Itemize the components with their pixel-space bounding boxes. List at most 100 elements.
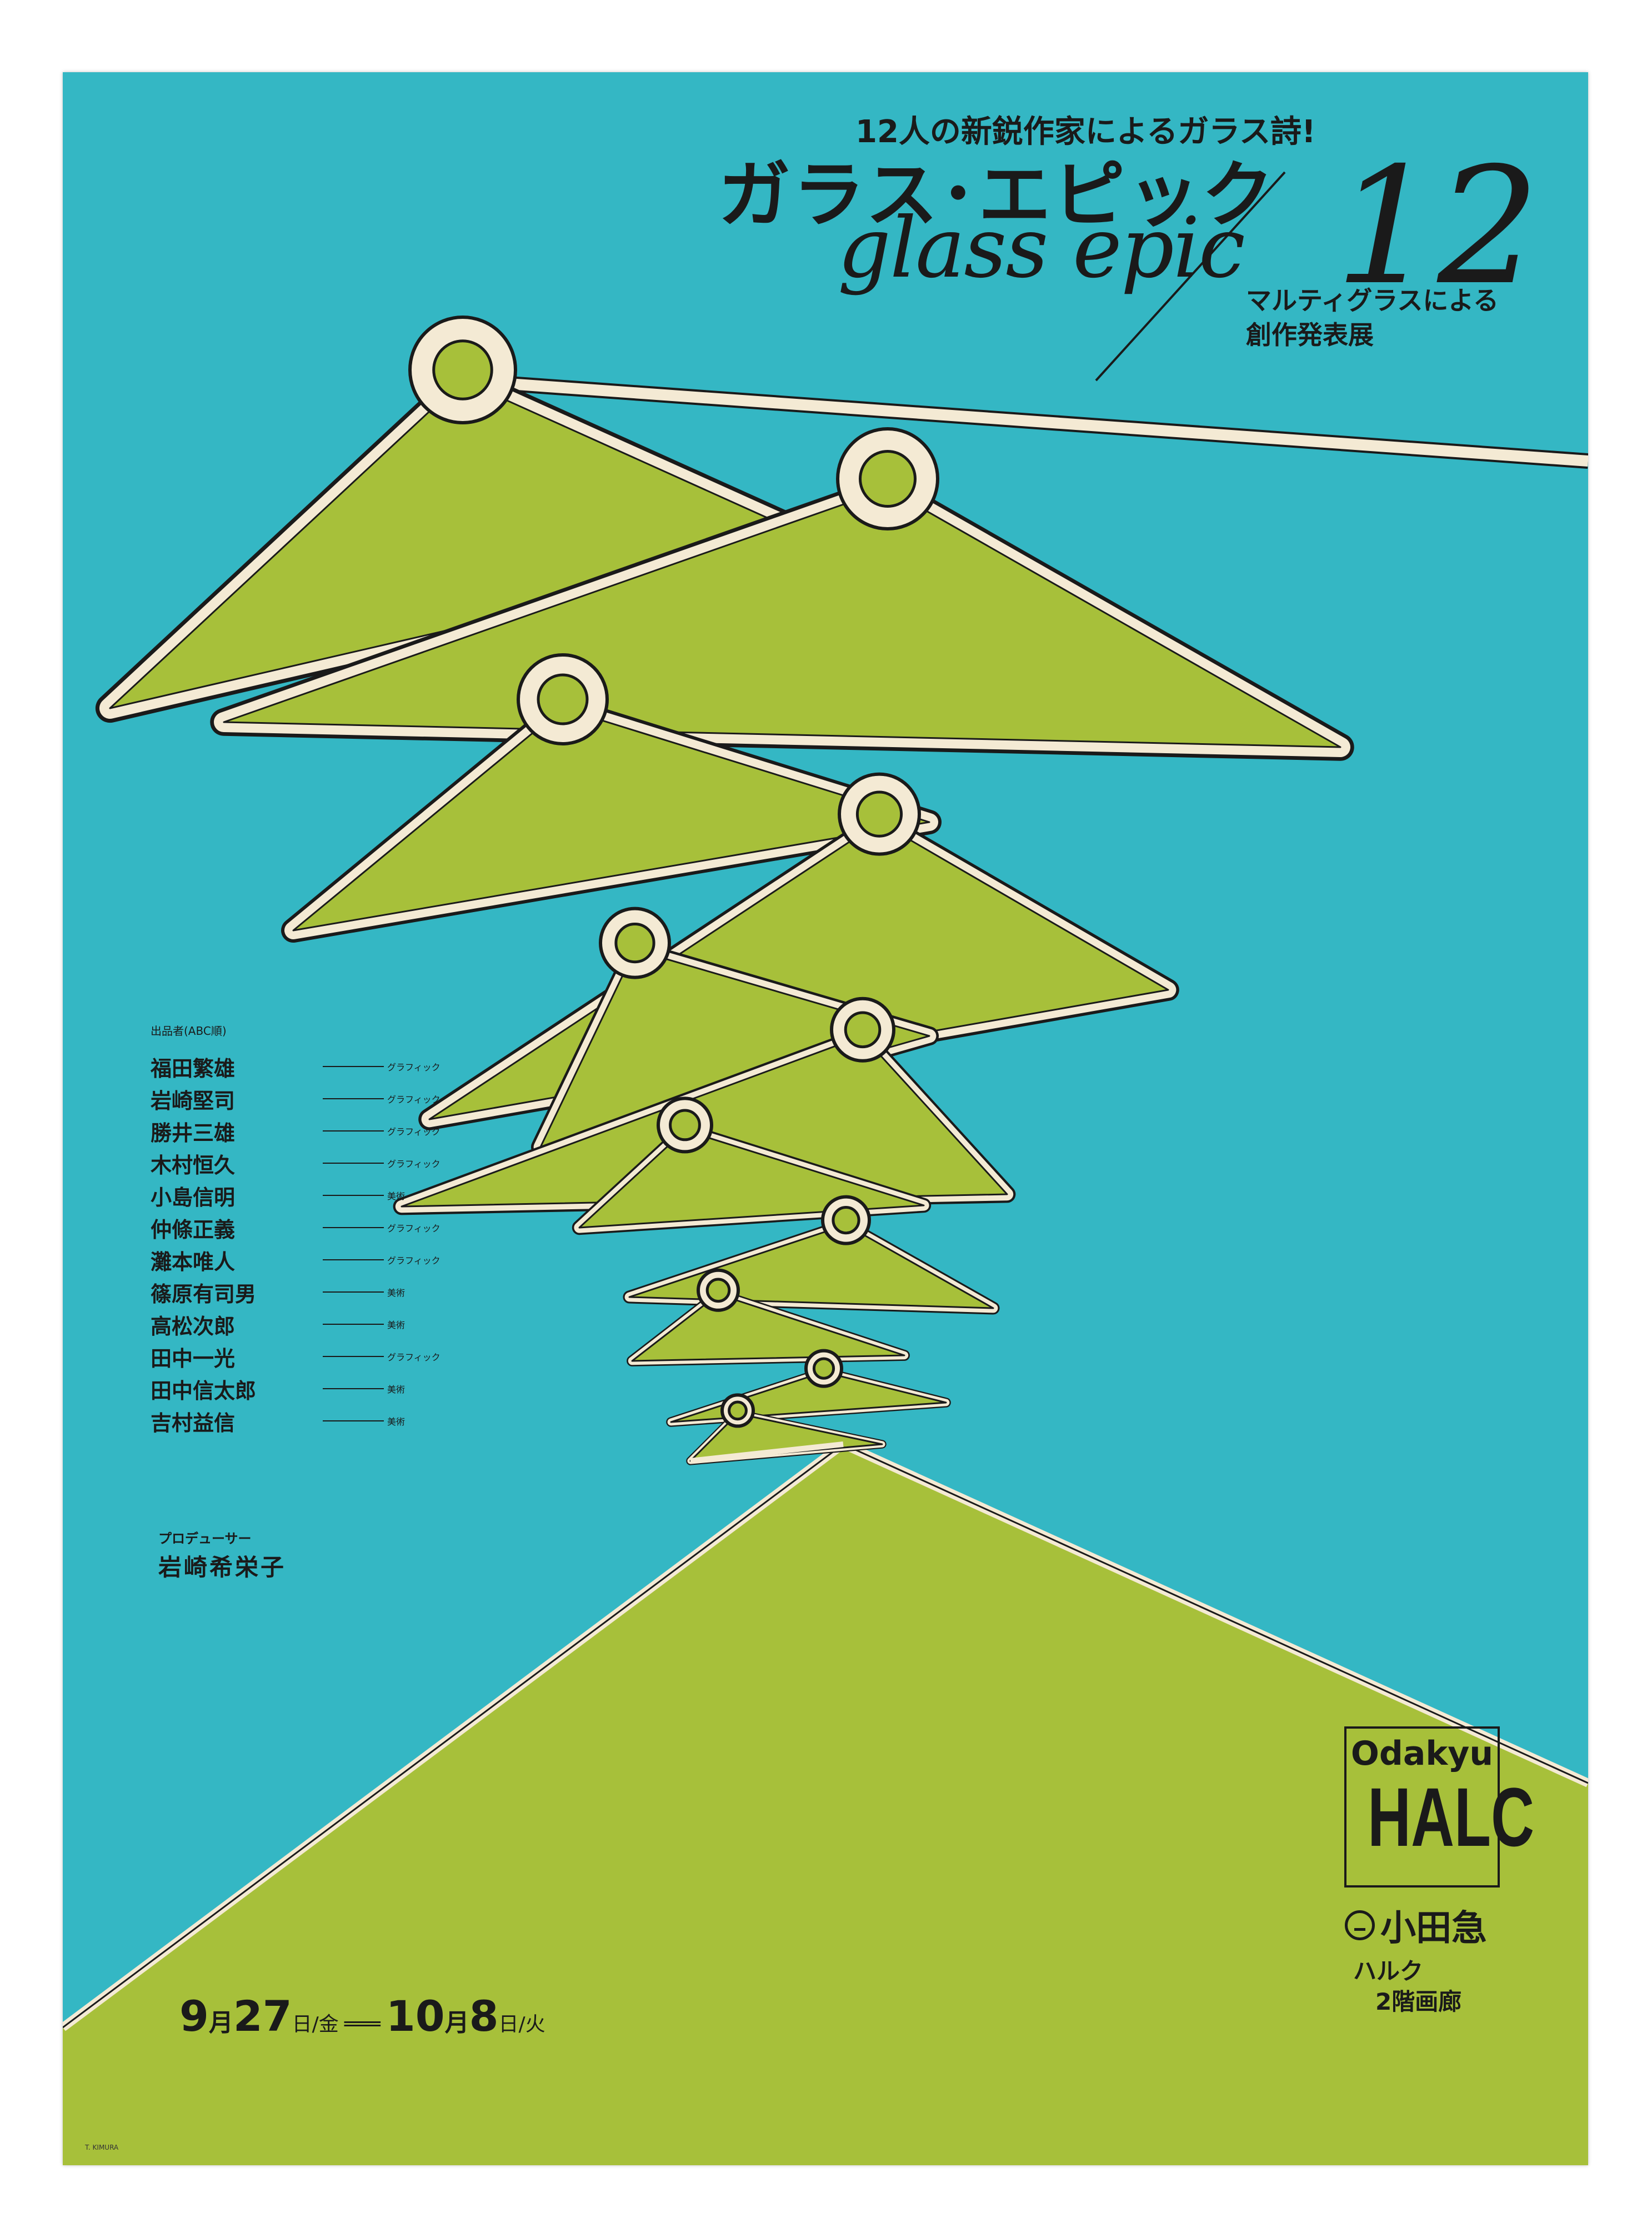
hanger-illustration — [63, 171, 1588, 2165]
logo-brand: Odakyu — [1350, 1734, 1494, 1773]
hanger-inner-line — [292, 707, 930, 932]
exhibitor-row: 仲條正義 グラフィック — [151, 1211, 440, 1244]
end-day-char: 日 — [498, 2013, 519, 2036]
exhibitor-row: 田中信太郎 美術 — [151, 1373, 440, 1405]
leader-line — [323, 1098, 384, 1099]
date-separator: ═══ — [344, 2013, 381, 2036]
subtitle-line-2: 創作発表展 — [1246, 320, 1374, 350]
end-weekday: /火 — [518, 2013, 545, 2036]
exhibitor-name: 仲條正義 — [151, 1217, 236, 1242]
logo-name: HALC — [1368, 1770, 1535, 1864]
exhibitor-name: 田中一光 — [151, 1346, 236, 1371]
exhibitor-row: 木村恒久 グラフィック — [151, 1147, 440, 1179]
exhibitor-category: 美術 — [387, 1384, 406, 1395]
hanger-inner-line — [223, 488, 1341, 748]
exhibitor-row: 灘本唯人 グラフィック — [151, 1244, 440, 1276]
leader-line — [323, 1163, 384, 1164]
exhibitor-row: 田中一光 グラフィック — [151, 1340, 440, 1373]
exhibitor-category: 美術 — [387, 1320, 406, 1330]
halc-logo: Odakyu HALC — [1344, 1726, 1535, 1887]
title-flourish — [1095, 171, 1286, 382]
apex-wire — [690, 1441, 844, 1464]
hanger-hook-hole — [812, 1357, 835, 1380]
end-month: 10 — [386, 1991, 445, 2041]
rail — [462, 375, 1588, 467]
hanger-hook-hole — [669, 1109, 701, 1141]
hanger-hook-hole — [432, 339, 493, 400]
start-month: 9 — [179, 1991, 209, 2041]
hanger-hook-hole — [859, 450, 917, 508]
hanger-inner-line — [628, 1224, 994, 1309]
leader-line — [323, 1195, 384, 1196]
hanger-hook-hole — [832, 1206, 860, 1235]
hanger-hook-hole — [855, 790, 903, 838]
leader-line — [323, 1356, 384, 1357]
exhibitor-row: 高松次郎 美術 — [151, 1308, 440, 1340]
leader-line — [323, 1291, 384, 1293]
exhibitor-row: 福田繁雄 グラフィック — [151, 1050, 440, 1083]
exhibitor-name: 小島信明 — [151, 1185, 236, 1210]
exhibitor-name: 灘本唯人 — [151, 1249, 236, 1274]
exhibitor-row: 勝井三雄 グラフィック — [151, 1115, 440, 1147]
exhibitor-list: 出品者(ABC順) 福田繁雄グラフィック岩崎堅司グラフィック勝井三雄グラフィック… — [151, 1022, 440, 1437]
leader-line — [323, 1420, 384, 1421]
exhibitor-category: グラフィック — [387, 1159, 440, 1169]
subtitle: マルティグラスによる 創作発表展 — [1246, 283, 1499, 352]
exhibitor-name: 木村恒久 — [151, 1153, 236, 1178]
end-month-char: 月 — [444, 2009, 469, 2037]
exhibitor-name: 篠原有司男 — [151, 1281, 257, 1306]
designer-credit: T. KIMURA — [85, 2144, 119, 2151]
exhibitor-heading: 出品者(ABC順) — [151, 1024, 227, 1038]
exhibitor-category: グラフィック — [387, 1126, 440, 1137]
tagline: 12人の新鋭作家によるガラス詩! — [855, 114, 1316, 150]
end-day: 8 — [469, 1991, 499, 2041]
exhibitor-category: グラフィック — [387, 1255, 440, 1266]
leader-line — [323, 1066, 384, 1067]
exhibitor-name: 福田繁雄 — [151, 1056, 236, 1081]
exhibitor-row: 小島信明 美術 — [151, 1179, 440, 1211]
poster: 12人の新鋭作家によるガラス詩! ガラス･エピック glass epic 12 … — [63, 72, 1588, 2165]
exhibitor-row: 岩崎堅司 グラフィック — [151, 1083, 440, 1115]
venue-line-1: ハルク — [1353, 1957, 1424, 1985]
leader-line — [323, 1259, 384, 1260]
hanger-inner-line — [631, 1293, 905, 1362]
subtitle-line-1: マルティグラスによる — [1246, 286, 1499, 316]
hanger-hook-hole — [728, 1400, 748, 1421]
leader-line — [323, 1130, 384, 1131]
exhibitor-row: 吉村益信 美術 — [151, 1405, 440, 1437]
exhibitor-category: グラフィック — [387, 1062, 440, 1073]
leader-line — [323, 1324, 384, 1325]
leader-line — [323, 1388, 384, 1389]
odakyu-mark-icon — [1345, 1910, 1375, 1940]
venue-line-2: 2階画廊 — [1375, 1988, 1462, 2015]
green-triangle — [63, 1444, 1588, 2165]
exhibitor-name: 高松次郎 — [151, 1314, 236, 1339]
title-japanese: ガラス･エピック — [718, 153, 1276, 237]
exhibitor-category: 美術 — [387, 1416, 406, 1427]
store-name: 小田急 — [1345, 1900, 1487, 1951]
hanger-hook-hole — [844, 1011, 882, 1049]
exhibitor-name: 勝井三雄 — [151, 1120, 236, 1145]
producer-name: 岩崎希栄子 — [158, 1554, 287, 1581]
exhibitor-category: グラフィック — [387, 1094, 440, 1105]
title-english: glass epic — [838, 200, 1245, 297]
exhibitor-row: 篠原有司男 美術 — [151, 1276, 440, 1308]
leader-line — [323, 1227, 384, 1228]
exhibitor-category: グラフィック — [387, 1223, 440, 1234]
exhibitor-category: グラフィック — [387, 1352, 440, 1363]
exhibitor-category: 美術 — [387, 1288, 406, 1298]
start-weekday: /金 — [312, 2013, 339, 2036]
start-day: 27 — [233, 1991, 292, 2041]
exhibitor-category: 美術 — [387, 1191, 406, 1201]
producer-label: プロデューサー — [158, 1531, 252, 1546]
title-number: 12 — [1335, 133, 1540, 321]
hanger-hook-hole — [705, 1278, 731, 1303]
month-char: 月 — [208, 2009, 233, 2037]
exhibition-dates: 9 月 27 日 /金 ═══ 10 月 8 日 /火 — [179, 1991, 545, 2041]
exhibitor-name: 田中信太郎 — [151, 1378, 257, 1403]
exhibitor-name: 吉村益信 — [151, 1410, 236, 1435]
hanger-hook-hole — [614, 923, 655, 964]
exhibitor-name: 岩崎堅司 — [151, 1088, 236, 1113]
day-char: 日 — [292, 2013, 312, 2036]
store-name-text: 小田急 — [1380, 1908, 1487, 1949]
